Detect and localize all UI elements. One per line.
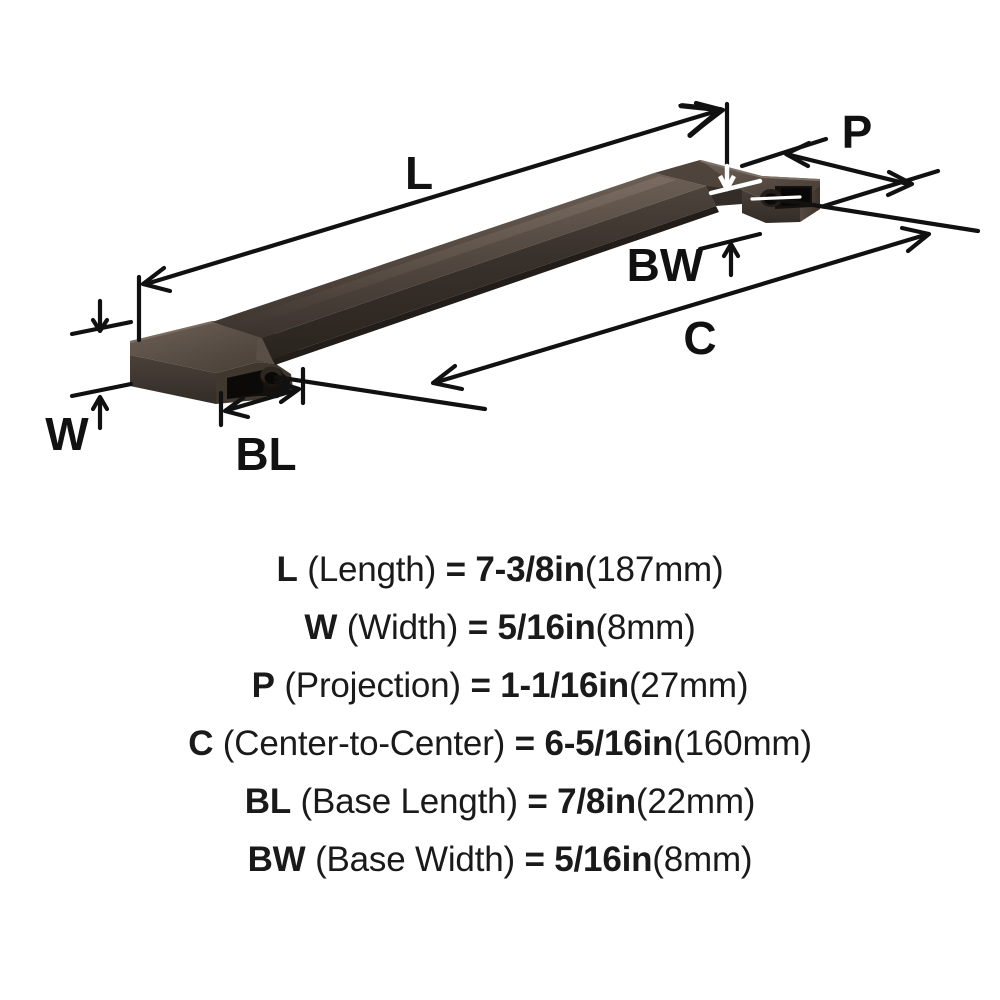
spec-symbol: L <box>276 550 298 589</box>
P-arrowhead-right <box>885 169 915 198</box>
spec-value: 5/16in <box>497 608 596 647</box>
BL-arrowhead-left <box>222 395 251 420</box>
spec-symbol: BW <box>247 840 306 879</box>
handle-bar <box>212 173 719 365</box>
bw-white-markers <box>708 163 802 201</box>
spec-metric: (8mm) <box>652 840 753 879</box>
right-base-top-highlight <box>700 160 820 181</box>
spec-row-center-to-center: C (Center-to-Center) = 6-5/16in(160mm) <box>188 726 812 784</box>
C-arrowhead-left <box>430 363 465 392</box>
diagram-svg: L W P C BL BW <box>45 100 981 480</box>
bar-front-face <box>262 186 716 359</box>
spec-row-width: W (Width) = 5/16in(8mm) <box>304 610 695 668</box>
W-extension-lower <box>69 381 134 399</box>
spec-symbol: BL <box>244 782 292 821</box>
BL-dimension-line <box>225 387 299 413</box>
label-P: P <box>842 106 873 158</box>
dimension-BL <box>218 366 306 428</box>
right-base-hole-center-marker <box>750 195 802 201</box>
W-arrowhead-down <box>90 317 110 334</box>
spec-equals: = <box>514 724 535 763</box>
spec-metric: (22mm) <box>635 782 756 821</box>
spec-name: (Projection) <box>284 666 461 705</box>
product-dimension-diagram: L W P C BL BW <box>45 100 981 480</box>
spec-row-base-width: BW (Base Width) = 5/16in(8mm) <box>248 842 753 900</box>
dimension-W <box>69 298 134 431</box>
dimension-lines <box>69 100 981 431</box>
spec-name: (Base Width) <box>315 840 515 879</box>
dimension-BW <box>697 231 763 278</box>
left-base-front-face <box>130 355 216 404</box>
L-dimension-line <box>143 110 720 287</box>
spec-value: 7/8in <box>557 782 636 821</box>
spec-equals: = <box>470 666 491 705</box>
bar-specular-highlight <box>232 176 676 327</box>
spec-equals: = <box>467 608 488 647</box>
label-W: W <box>45 408 89 460</box>
label-C: C <box>683 312 716 364</box>
spec-value: 7-3/8in <box>475 550 585 589</box>
label-BL: BL <box>235 428 296 480</box>
spec-metric: (160mm) <box>673 724 812 763</box>
bar-lower-shadow <box>272 206 719 365</box>
spec-value: 5/16in <box>554 840 653 879</box>
C-arrowhead-right <box>899 225 932 254</box>
spec-symbol: W <box>304 608 338 647</box>
C-dimension-line <box>434 232 928 385</box>
dimension-P <box>739 136 941 209</box>
product-illustration <box>130 160 820 404</box>
W-arrowhead-up <box>90 394 110 412</box>
spec-name: (Base Length) <box>300 782 518 821</box>
C-extension-right <box>772 196 981 234</box>
spec-row-base-length: BL (Base Length) = 7/8in(22mm) <box>245 784 756 842</box>
BW-arrowhead-down-white <box>718 174 736 192</box>
spec-equals: = <box>527 782 548 821</box>
spec-metric: (187mm) <box>584 550 724 589</box>
dimension-labels: L W P C BL BW <box>45 106 872 480</box>
C-extension-left <box>273 374 488 412</box>
spec-metric: (27mm) <box>628 666 749 705</box>
L-arrowhead-right <box>693 100 726 129</box>
dimension-C <box>273 196 981 412</box>
BW-arrowhead-up <box>721 241 741 259</box>
spec-equals: = <box>524 840 545 879</box>
spec-symbol: C <box>188 724 214 763</box>
BW-extension-upper-white <box>708 178 763 196</box>
specification-legend: L (Length) = 7-3/8in(187mm) W (Width) = … <box>0 552 1000 952</box>
L-arrowhead-left <box>140 265 173 294</box>
spec-row-projection: P (Projection) = 1-1/16in(27mm) <box>252 668 749 726</box>
spec-equals: = <box>445 550 466 589</box>
P-dimension-line <box>787 152 911 187</box>
label-L: L <box>405 147 433 199</box>
label-BW: BW <box>627 239 704 291</box>
P-arrowhead-left <box>783 140 812 169</box>
spec-name: (Width) <box>346 608 459 647</box>
spec-row-length: L (Length) = 7-3/8in(187mm) <box>277 552 724 610</box>
spec-metric: (8mm) <box>595 608 696 647</box>
P-extension-left <box>739 136 829 169</box>
BL-arrowhead-right <box>273 379 302 405</box>
spec-value: 6-5/16in <box>544 724 674 763</box>
spec-value: 1-1/16in <box>500 666 629 705</box>
spec-name: (Center-to-Center) <box>222 724 506 763</box>
BW-extension-lower <box>697 231 763 252</box>
spec-symbol: P <box>251 666 275 705</box>
P-extension-right <box>821 168 941 209</box>
left-base-cavity-inner <box>227 370 263 399</box>
spec-name: (Length) <box>307 550 437 589</box>
